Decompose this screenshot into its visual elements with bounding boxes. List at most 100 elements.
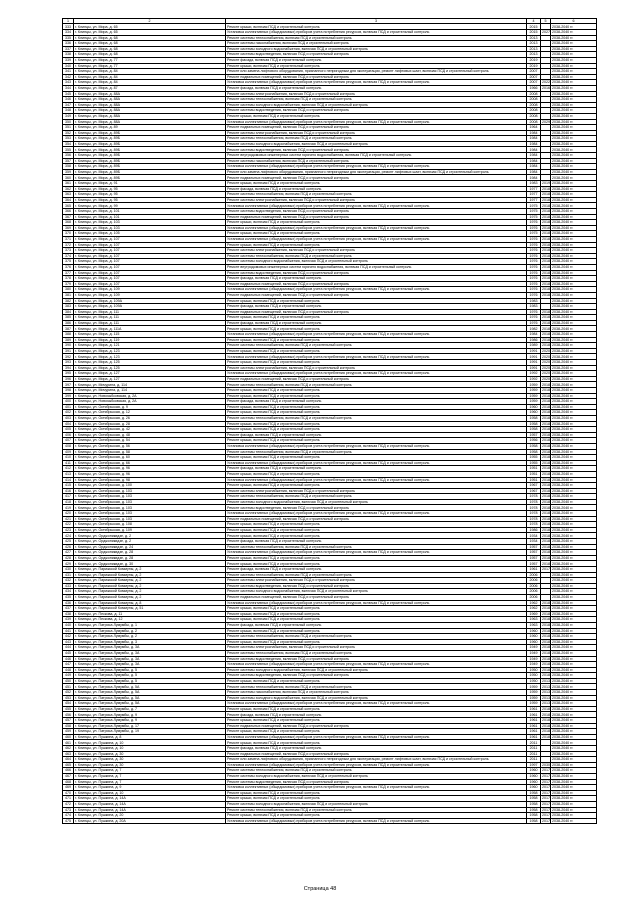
last-repair-year-cell: 2018 xyxy=(540,196,551,204)
last-repair-year-cell: 2018 xyxy=(540,415,551,422)
last-repair-year-cell: 2018 xyxy=(540,331,551,338)
page-number: Страница 48 xyxy=(303,886,337,892)
last-repair-year-cell: 2018 xyxy=(540,661,551,668)
work-type-cell: Ремонт или замена лифтового оборудования… xyxy=(225,68,527,75)
last-repair-year-cell: 2018 xyxy=(540,420,551,428)
last-repair-year-cell: 2018 xyxy=(540,733,551,741)
planned-period-cell: 2038-2040 гг. xyxy=(550,118,597,126)
last-repair-year-cell: 2018 xyxy=(540,437,551,444)
planned-period-cell: 2038-2040 гг. xyxy=(550,73,597,81)
planned-period-cell: 2038-2040 гг. xyxy=(550,487,597,495)
planned-period-cell: 2038-2040 гг. xyxy=(550,370,597,377)
last-repair-year-cell: 2022 xyxy=(540,79,551,86)
planned-period-cell: 2038-2040 гг. xyxy=(550,308,597,316)
last-repair-year-cell: 2018 xyxy=(540,208,551,215)
last-repair-year-cell: 2018 xyxy=(540,219,551,226)
last-repair-year-cell: 2018 xyxy=(540,655,551,663)
planned-period-cell: 2038-2040 гг. xyxy=(550,465,597,472)
planned-period-cell: 2038-2040 гг. xyxy=(550,280,597,288)
last-repair-year-cell: 2018 xyxy=(540,258,551,265)
last-repair-year-cell: 2018 xyxy=(540,621,551,629)
last-repair-year-cell: 2018 xyxy=(540,213,551,221)
last-repair-year-cell: 2018 xyxy=(540,672,551,679)
column-header: 6 xyxy=(550,17,597,25)
last-repair-year-cell: 2018 xyxy=(540,308,551,316)
planned-period-cell: 2038-2040 гг. xyxy=(550,325,597,333)
last-repair-year-cell: 2018 xyxy=(540,269,551,277)
planned-period-cell: 2038-2040 гг. xyxy=(550,375,597,383)
last-repair-year-cell: 2018 xyxy=(540,599,551,607)
planned-period-cell: 2038-2040 гг. xyxy=(550,342,597,349)
table-header-row: 1 2 3 4 5 6 xyxy=(62,17,597,25)
last-repair-year-cell: 2018 xyxy=(540,560,551,567)
last-repair-year-cell: 2013 xyxy=(540,700,551,707)
last-repair-year-cell: 2018 xyxy=(540,409,551,416)
last-repair-year-cell: 2018 xyxy=(540,291,551,299)
last-repair-year-cell: 2018 xyxy=(540,728,551,735)
last-repair-year-cell: 2029 xyxy=(540,118,551,126)
planned-period-cell: 2038-2040 гг. xyxy=(550,442,597,450)
last-repair-year-cell: 2018 xyxy=(540,381,551,388)
last-repair-year-cell: 2018 xyxy=(540,649,551,657)
address-cell: г. Клинцы, ул. Пушкина, д. 20А xyxy=(73,817,226,825)
last-repair-year-cell: 2018 xyxy=(540,487,551,495)
last-repair-year-cell: 2013 xyxy=(540,677,551,685)
planned-period-cell: 2038-2040 гг. xyxy=(550,403,597,411)
planned-period-cell: 2038-2040 гг. xyxy=(550,493,597,500)
planned-period-cell: 2038-2040 гг. xyxy=(550,101,597,109)
row-number-cell: 475 xyxy=(62,817,74,825)
last-repair-year-cell: 2018 xyxy=(540,644,551,651)
last-repair-year-cell: 2018 xyxy=(540,191,551,198)
planned-period-cell: 2038-2040 гг. xyxy=(550,431,597,439)
planned-period-cell: 2038-2040 гг. xyxy=(550,314,597,321)
last-repair-year-cell: 2018 xyxy=(540,459,551,467)
last-repair-year-cell: 2018 xyxy=(540,286,551,293)
last-repair-year-cell: 2018 xyxy=(540,554,551,562)
work-type-cell: Ремонт или замена лифтового оборудования… xyxy=(225,756,527,763)
last-repair-year-cell: 2018 xyxy=(540,448,551,456)
planned-period-cell: 2038-2040 гг. xyxy=(550,286,597,293)
planned-period-cell: 2038-2040 гг. xyxy=(550,269,597,277)
last-repair-year-cell: 2018 xyxy=(540,426,551,433)
work-type-cell: Ремонт или замена лифтового оборудования… xyxy=(225,168,527,176)
last-repair-year-cell: 2017 xyxy=(540,806,551,814)
last-repair-year-cell: 2018 xyxy=(540,230,551,237)
last-repair-year-cell: 2013 xyxy=(540,689,551,696)
planned-period-cell: 2038-2040 гг. xyxy=(550,353,597,360)
last-repair-year-cell: 2018 xyxy=(540,252,551,260)
last-repair-year-cell: 2020 xyxy=(540,370,551,377)
last-repair-year-cell: 2018 xyxy=(540,633,551,640)
last-repair-year-cell: 2018 xyxy=(540,325,551,333)
last-repair-year-cell: 2019 xyxy=(540,180,551,187)
last-repair-year-cell: 2018 xyxy=(540,236,551,243)
last-repair-year-cell: 2017 xyxy=(540,778,551,786)
